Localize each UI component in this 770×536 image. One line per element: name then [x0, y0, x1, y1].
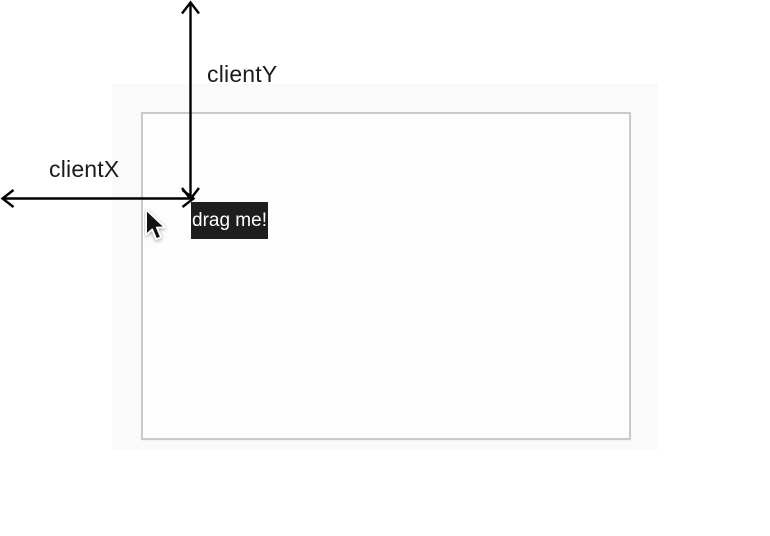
drag-handle-label: drag me!: [192, 210, 267, 231]
demo-viewport: [141, 112, 631, 440]
drag-handle[interactable]: drag me!: [191, 202, 268, 239]
clientx-label: clientX: [49, 156, 120, 182]
clienty-label: clientY: [207, 61, 278, 87]
